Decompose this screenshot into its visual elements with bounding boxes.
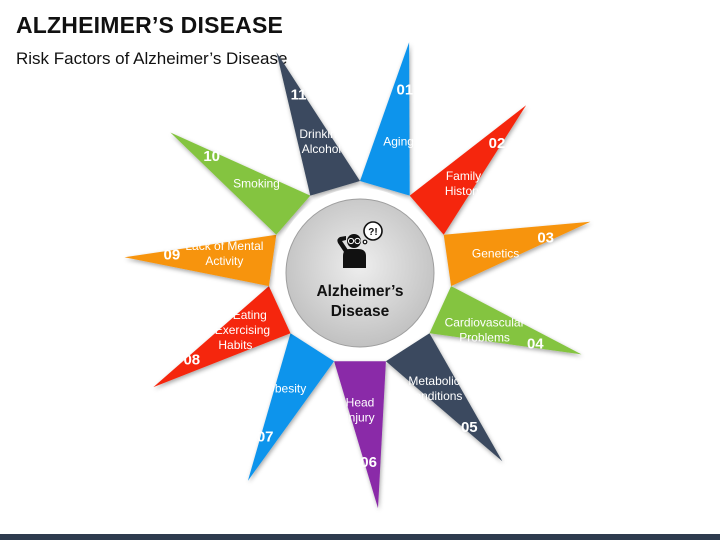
segment-shape-08 [153,286,291,388]
segment-label-07: Obesity [266,381,307,395]
segment-label-03: Genetics [472,247,519,261]
segment-shape-07 [247,333,335,481]
segment-number-01: 01 [397,81,414,98]
segment-shape-01 [360,42,410,196]
bubble-text: ?! [368,227,377,238]
segment-07: Obesity 07 [247,333,335,481]
segment-number-02: 02 [489,135,506,152]
segment-number-11: 11 [291,86,307,103]
segment-shape-11 [276,52,360,196]
person-question-icon: ?! [337,221,383,268]
segment-shape-09 [124,234,277,287]
segment-number-10: 10 [203,148,220,165]
segment-shape-03 [443,221,591,287]
segment-number-06: 06 [360,454,377,471]
segment-shape-02 [409,105,527,235]
segment-03: Genetics 03 [443,221,591,287]
segment-label-10: Smoking [233,176,280,190]
segment-10: Smoking 10 [170,132,311,235]
segment-shape-05 [385,333,503,462]
bottom-bar [0,534,720,540]
segment-shape-10 [170,132,311,235]
segment-01: Aging 01 [360,42,414,196]
segment-number-05: 05 [461,419,478,436]
segment-number-08: 08 [183,351,200,368]
segment-number-03: 03 [537,230,554,247]
segment-number-09: 09 [164,247,181,264]
center-disc [285,198,435,348]
segment-number-07: 07 [257,429,274,446]
segment-label-01: Aging [383,135,414,149]
segment-shape-06 [334,361,386,509]
segment-number-04: 04 [527,336,544,353]
page-title: ALZHEIMER’S DISEASE [16,12,284,38]
segment-shape-04 [429,286,582,355]
page-subtitle: Risk Factors of Alzheimer’s Disease [16,49,288,68]
